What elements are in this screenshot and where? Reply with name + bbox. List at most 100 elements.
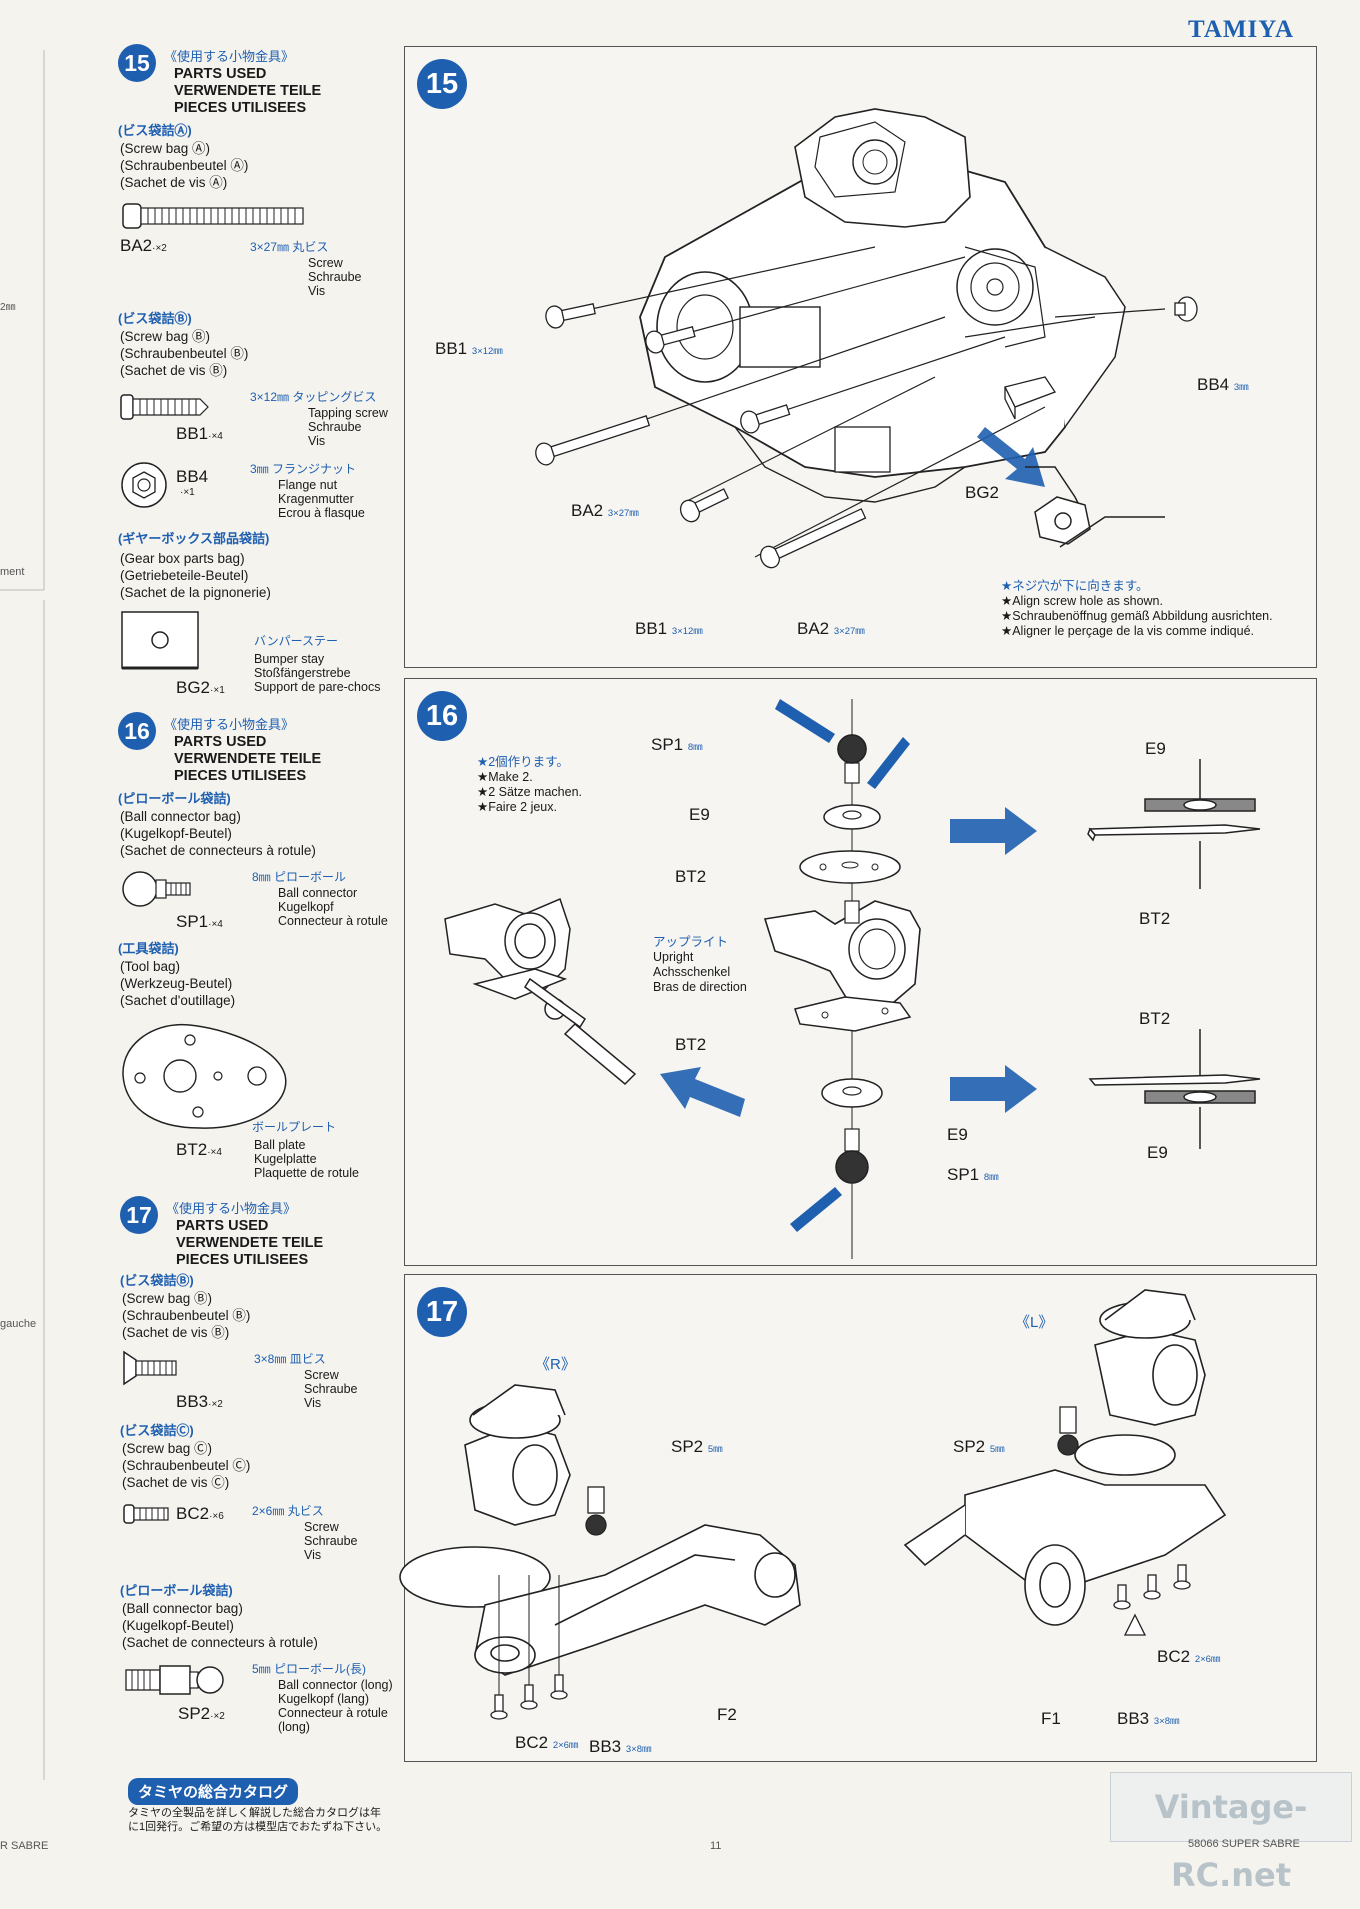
bt2-code: BT2·×4	[176, 1140, 222, 1159]
step17-parts-jp: 《使用する小物金具》	[166, 1201, 297, 1216]
step15-number-badge: 15	[118, 44, 156, 82]
panel17-bc2-l: BC2 2×6㎜	[1157, 1647, 1221, 1666]
brand-logo: TAMIYA	[1188, 16, 1295, 43]
panel16-e9-top: E9	[689, 805, 710, 824]
bb3-code: BB3·×2	[176, 1392, 223, 1411]
panel17-sp2-l: SP2 5㎜	[953, 1437, 1005, 1456]
left-edge-model: R SABRE	[0, 1840, 49, 1852]
panel17-f1: F1	[1041, 1709, 1061, 1728]
panel17-bb3-r: BB3 3×8㎜	[589, 1737, 652, 1756]
panel16-e9-bottom: E9	[947, 1125, 968, 1144]
panel16-right-e9-top: E9	[1145, 739, 1166, 758]
gearbox-assembly-drawing	[535, 108, 1198, 569]
panel16-right-bt2-bottom: BT2	[1139, 1009, 1171, 1028]
catalog-title: タミヤの総合カタログ	[128, 1778, 299, 1805]
ba2-screw-drawing	[122, 203, 304, 229]
step17-number-badge: 17	[120, 1196, 158, 1234]
panel16-sp1-top: SP1 8㎜	[651, 735, 703, 754]
step17-ball-bag-jp: (ピローボール袋詰)	[120, 1583, 233, 1598]
ba2-code: BA2·×2	[120, 236, 167, 255]
edge-text-gauche: gauche	[0, 1318, 37, 1330]
model-number: 58066 SUPER SABRE	[1188, 1838, 1300, 1850]
step15-parts-jp: 《使用する小物金具》	[164, 49, 295, 64]
step15-bag-b-text: (Screw bag Ⓑ)(Schraubenbeutel Ⓑ)(Sachet …	[120, 329, 249, 378]
panel16-number-badge: 16	[417, 691, 467, 741]
panel15-ba2-a: BA2 3×27㎜	[571, 501, 639, 520]
sp2-desc: Ball connector (long)Kugelkopf (lang)Con…	[278, 1678, 393, 1734]
panel16-bt2-top: BT2	[675, 867, 707, 886]
step16-number-badge: 16	[118, 712, 156, 750]
bb4-size-jp: 3㎜ フランジナット	[250, 462, 357, 476]
edge-text-mm: 2㎜	[0, 302, 16, 313]
page-number: 11	[710, 1840, 722, 1852]
bb3-screw-drawing	[123, 1350, 177, 1386]
bg2-bumper-stay-drawing	[121, 611, 199, 670]
panel15-bb4: BB4 3㎜	[1197, 375, 1249, 394]
bt2-ball-plate-drawing	[122, 1023, 287, 1129]
bc2-code: BC2·×6	[176, 1504, 224, 1523]
panel17-bb3-l: BB3 3×8㎜	[1117, 1709, 1180, 1728]
panel17-f2: F2	[717, 1705, 737, 1724]
bb1-size-jp: 3×12㎜ タッピングビス	[250, 390, 377, 404]
bb1-screw-drawing	[120, 394, 209, 420]
step16-ball-bag-text: (Ball connector bag)(Kugelkopf-Beutel)(S…	[120, 809, 316, 858]
bt2-name-jp: ボールプレート	[252, 1120, 337, 1134]
panel-step17: 17	[399, 1274, 1317, 1762]
panel15-screw-note: ★ネジ穴が下に向きます。 ★Align screw hole as shown.…	[1001, 579, 1273, 638]
panel16-sp1-bottom: SP1 8㎜	[947, 1165, 999, 1184]
catalog-text: タミヤの全製品を詳しく解説した総合カタログは年に1回発行。ご希望の方は模型店でお…	[128, 1807, 388, 1833]
bb4-nut-drawing	[121, 462, 167, 508]
upright-assembly-drawing	[444, 699, 1261, 1259]
panel15-bb1-b: BB1 3×12㎜	[635, 619, 703, 638]
bg2-code: BG2·×1	[176, 678, 225, 697]
edge-text-ment: ment	[0, 566, 25, 578]
bc2-screw-drawing	[123, 1504, 169, 1524]
panel15-bg2: BG2	[965, 483, 1000, 502]
bb3-size-jp: 3×8㎜ 皿ビス	[254, 1352, 326, 1366]
panel-step16: 16	[404, 678, 1317, 1266]
tool-bag-text: (Tool bag)(Werkzeug-Beutel)(Sachet d'out…	[120, 959, 236, 1008]
panel17-l-label: 《L》	[1015, 1314, 1054, 1331]
panel16-right-bt2-top: BT2	[1139, 909, 1171, 928]
gear-bag-text: (Gear box parts bag)(Getriebeteile-Beute…	[120, 551, 271, 600]
panel15-ba2-b: BA2 3×27㎜	[797, 619, 865, 638]
panel17-bc2-r: BC2 2×6㎜	[515, 1733, 579, 1752]
panel17-number-badge: 17	[417, 1287, 467, 1337]
panel17-sp2-r: SP2 5㎜	[671, 1437, 723, 1456]
sp1-code: SP1·×4	[176, 912, 223, 931]
bg2-name-jp: バンパーステー	[254, 634, 339, 648]
arm-assembly-drawing	[399, 1289, 1227, 1720]
sp2-size-jp: 5㎜ ピローボール(長)	[252, 1662, 367, 1676]
gear-bag-jp: (ギヤーボックス部品袋詰)	[118, 531, 270, 546]
step16-parts-jp: 《使用する小物金具》	[164, 717, 295, 732]
panel17-r-label: 《R》	[535, 1356, 576, 1373]
bb4-code: BB4·×1	[176, 467, 209, 498]
bb1-code: BB1·×4	[176, 424, 223, 443]
step15-bag-b-jp: (ビス袋詰Ⓑ)	[118, 311, 192, 326]
tool-bag-jp: (工具袋詰)	[118, 941, 179, 956]
ba2-size-jp: 3×27㎜ 丸ビス	[250, 240, 329, 254]
step16-ball-bag-jp: (ピローボール袋詰)	[118, 791, 231, 806]
sp1-size-jp: 8㎜ ピローボール	[252, 870, 347, 884]
panel16-bt2-bottom: BT2	[675, 1035, 707, 1054]
panel16-right-e9-bottom: E9	[1147, 1143, 1168, 1162]
panel16-make-two-note: ★2個作ります。 ★Make 2.★2 Sätze machen.★Faire …	[477, 755, 583, 814]
watermark: Vintage-RC.net	[1110, 1772, 1352, 1894]
step17-ball-bag-text: (Ball connector bag)(Kugelkopf-Beutel)(S…	[122, 1601, 318, 1650]
step17-bag-c-jp: (ビス袋詰Ⓒ)	[120, 1423, 194, 1438]
step17-bag-c-text: (Screw bag Ⓒ)(Schraubenbeutel Ⓒ)(Sachet …	[122, 1441, 251, 1490]
sp2-ball-connector-drawing	[125, 1665, 224, 1695]
